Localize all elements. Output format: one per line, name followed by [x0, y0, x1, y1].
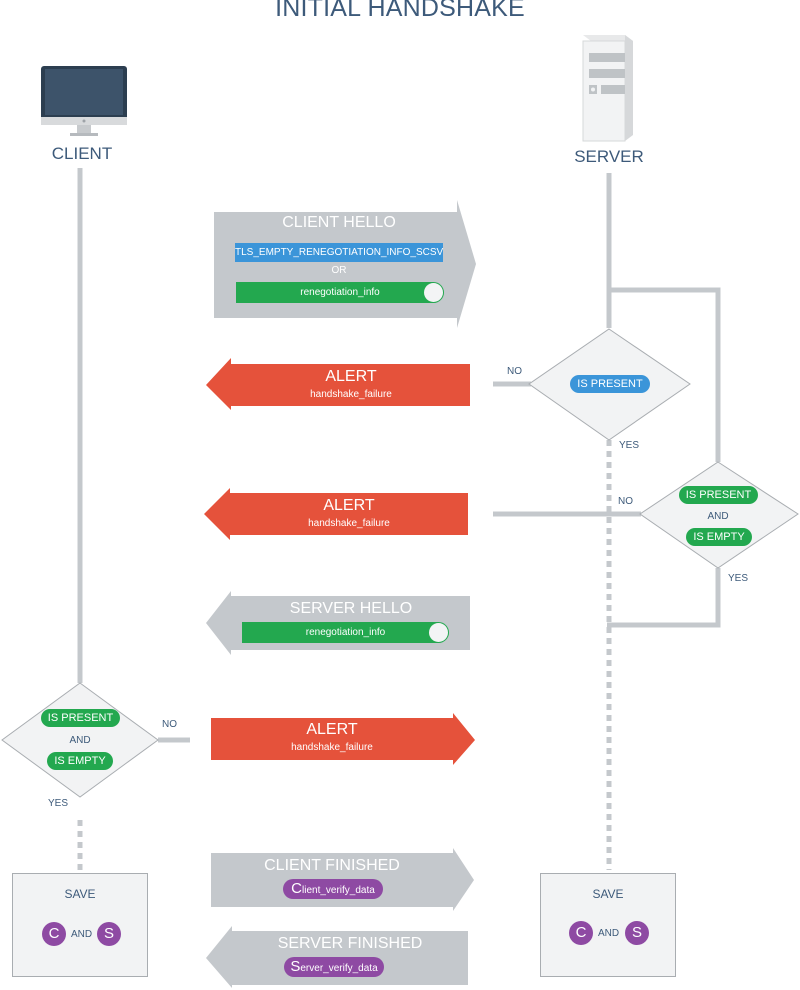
decision-client-present-empty: [1, 682, 159, 798]
is-present-badge: IS PRESENT: [570, 375, 650, 393]
client-finished-title: CLIENT FINISHED: [264, 857, 400, 874]
client-save-box: SAVE C AND S: [12, 873, 148, 977]
server-tower-icon: [582, 35, 633, 142]
and-label-2: AND: [707, 511, 729, 522]
alert-1-arrow: [206, 358, 470, 410]
server-bypass-path: [609, 287, 721, 462]
server-label: SERVER: [574, 147, 644, 166]
toggle-knob-icon: [429, 623, 448, 642]
renegotiation-info-label-1: renegotiation_info: [300, 287, 380, 298]
alert-2-sub: handshake_failure: [308, 518, 390, 529]
toggle-knob-icon: [424, 283, 443, 302]
alert-3-arrow: [211, 713, 475, 765]
alert-1-sub: handshake_failure: [310, 389, 392, 400]
server-return-path: [607, 568, 721, 628]
server-hello-title: SERVER HELLO: [289, 600, 413, 617]
alert-2-arrow: [204, 488, 468, 540]
is-present-badge-2: IS PRESENT: [679, 486, 758, 504]
or-label: OR: [331, 265, 347, 276]
server-save-title: SAVE: [592, 887, 624, 901]
client-verify-data-field: Client_verify_data: [283, 879, 383, 899]
client-verify-rest: lient_verify_data: [302, 885, 375, 896]
server-save-box: SAVE C AND S: [540, 873, 676, 977]
yes-label-1: YES: [619, 440, 640, 451]
server-s-badge: S: [625, 921, 649, 945]
alert-3-title: ALERT: [306, 721, 358, 738]
renegotiation-info-field-2: renegotiation_info: [242, 622, 449, 643]
is-empty-badge-3: IS EMPTY: [47, 752, 113, 770]
server-verify-data-field: Server_verify_data: [284, 957, 384, 977]
alert-1-title: ALERT: [325, 368, 377, 385]
yes-label-3: YES: [48, 798, 69, 809]
and-label-3: AND: [69, 735, 91, 746]
client-hello-title: CLIENT HELLO: [282, 214, 396, 231]
is-empty-badge-2: IS EMPTY: [686, 528, 752, 546]
server-verify-initial: S: [290, 958, 301, 975]
no-label-1: NO: [507, 366, 522, 377]
monitor-icon: [41, 66, 127, 136]
yes-label-2: YES: [728, 573, 749, 584]
client-save-title: SAVE: [64, 887, 96, 901]
renegotiation-info-label-2: renegotiation_info: [305, 627, 386, 638]
scsv-field: TLS_EMPTY_RENEGOTIATION_INFO_SCSV: [235, 243, 443, 262]
renegotiation-info-field-1: renegotiation_info: [236, 282, 444, 303]
server-finished-title: SERVER FINISHED: [277, 935, 423, 952]
client-and-label: AND: [71, 929, 93, 940]
no-label-2: NO: [618, 496, 633, 507]
decision-server-present-empty: [639, 461, 799, 569]
client-label: CLIENT: [51, 144, 113, 163]
client-c-badge: C: [42, 922, 66, 946]
no-label-3: NO: [162, 719, 177, 730]
server-c-badge: C: [569, 921, 593, 945]
is-present-badge-3: IS PRESENT: [41, 709, 120, 727]
client-s-badge: S: [97, 922, 121, 946]
server-and-label: AND: [598, 928, 620, 939]
page-title: INITIAL HANDSHAKE: [275, 0, 525, 22]
client-verify-initial: C: [291, 880, 302, 897]
alert-2-title: ALERT: [323, 497, 375, 514]
alert-3-sub: handshake_failure: [291, 742, 373, 753]
server-verify-rest: erver_verify_data: [300, 963, 378, 974]
